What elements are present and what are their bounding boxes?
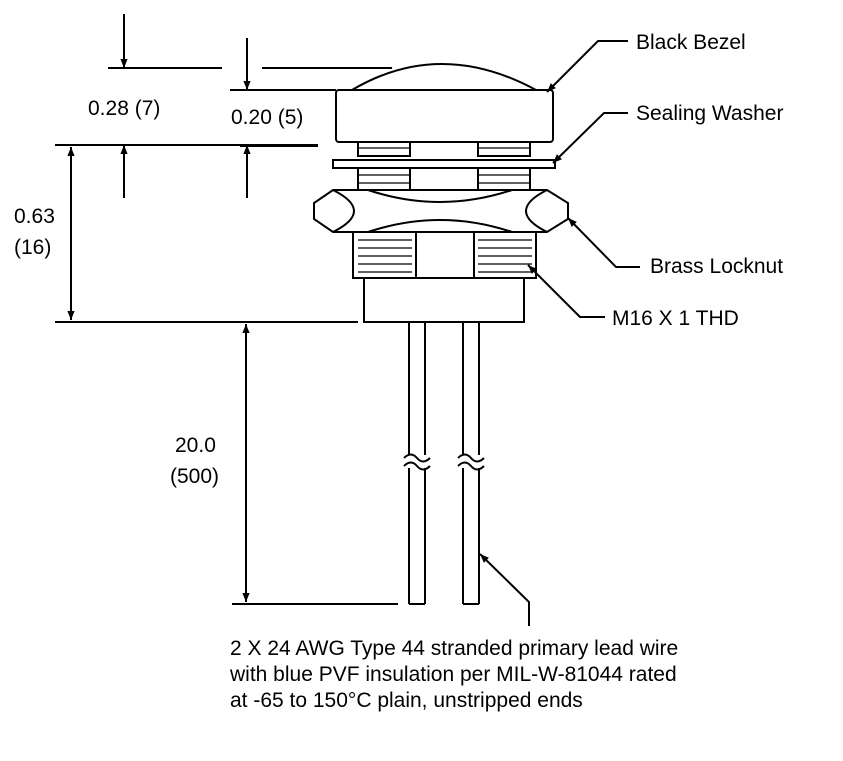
- lead-wires: [403, 322, 485, 605]
- mid-threads: [357, 167, 531, 191]
- sealing-washer: [332, 159, 556, 169]
- wire-note-line-3: at -65 to 150°C plain, unstripped ends: [230, 689, 583, 712]
- dimension-lines: [55, 14, 398, 605]
- callout-locknut: Brass Locknut: [650, 255, 783, 278]
- wire-note: 2 X 24 AWG Type 44 stranded primary lead…: [230, 636, 830, 714]
- dim-wire-mm: (500): [170, 465, 219, 488]
- brass-locknut: [313, 189, 569, 233]
- wire-note-line-1: 2 X 24 AWG Type 44 stranded primary lead…: [230, 637, 679, 660]
- upper-threads: [357, 141, 531, 157]
- thread-body: [352, 231, 537, 279]
- dim-wire-inch: 20.0: [175, 434, 216, 457]
- bezel-dome: [351, 63, 537, 91]
- wire-note-line-2: with blue PVF insulation per MIL-W-81044…: [230, 663, 677, 686]
- base-block: [363, 277, 525, 323]
- callout-leaders: [479, 40, 640, 626]
- dim-body-mm: (16): [14, 236, 51, 259]
- dim-body-inch: 0.63: [14, 205, 55, 228]
- bezel-body: [335, 89, 554, 143]
- callout-thread: M16 X 1 THD: [612, 307, 739, 330]
- dim-bezel-height: 0.28 (7): [88, 97, 160, 120]
- callout-bezel: Black Bezel: [636, 31, 746, 54]
- dim-bezel-face: 0.20 (5): [231, 106, 303, 129]
- callout-washer: Sealing Washer: [636, 102, 783, 125]
